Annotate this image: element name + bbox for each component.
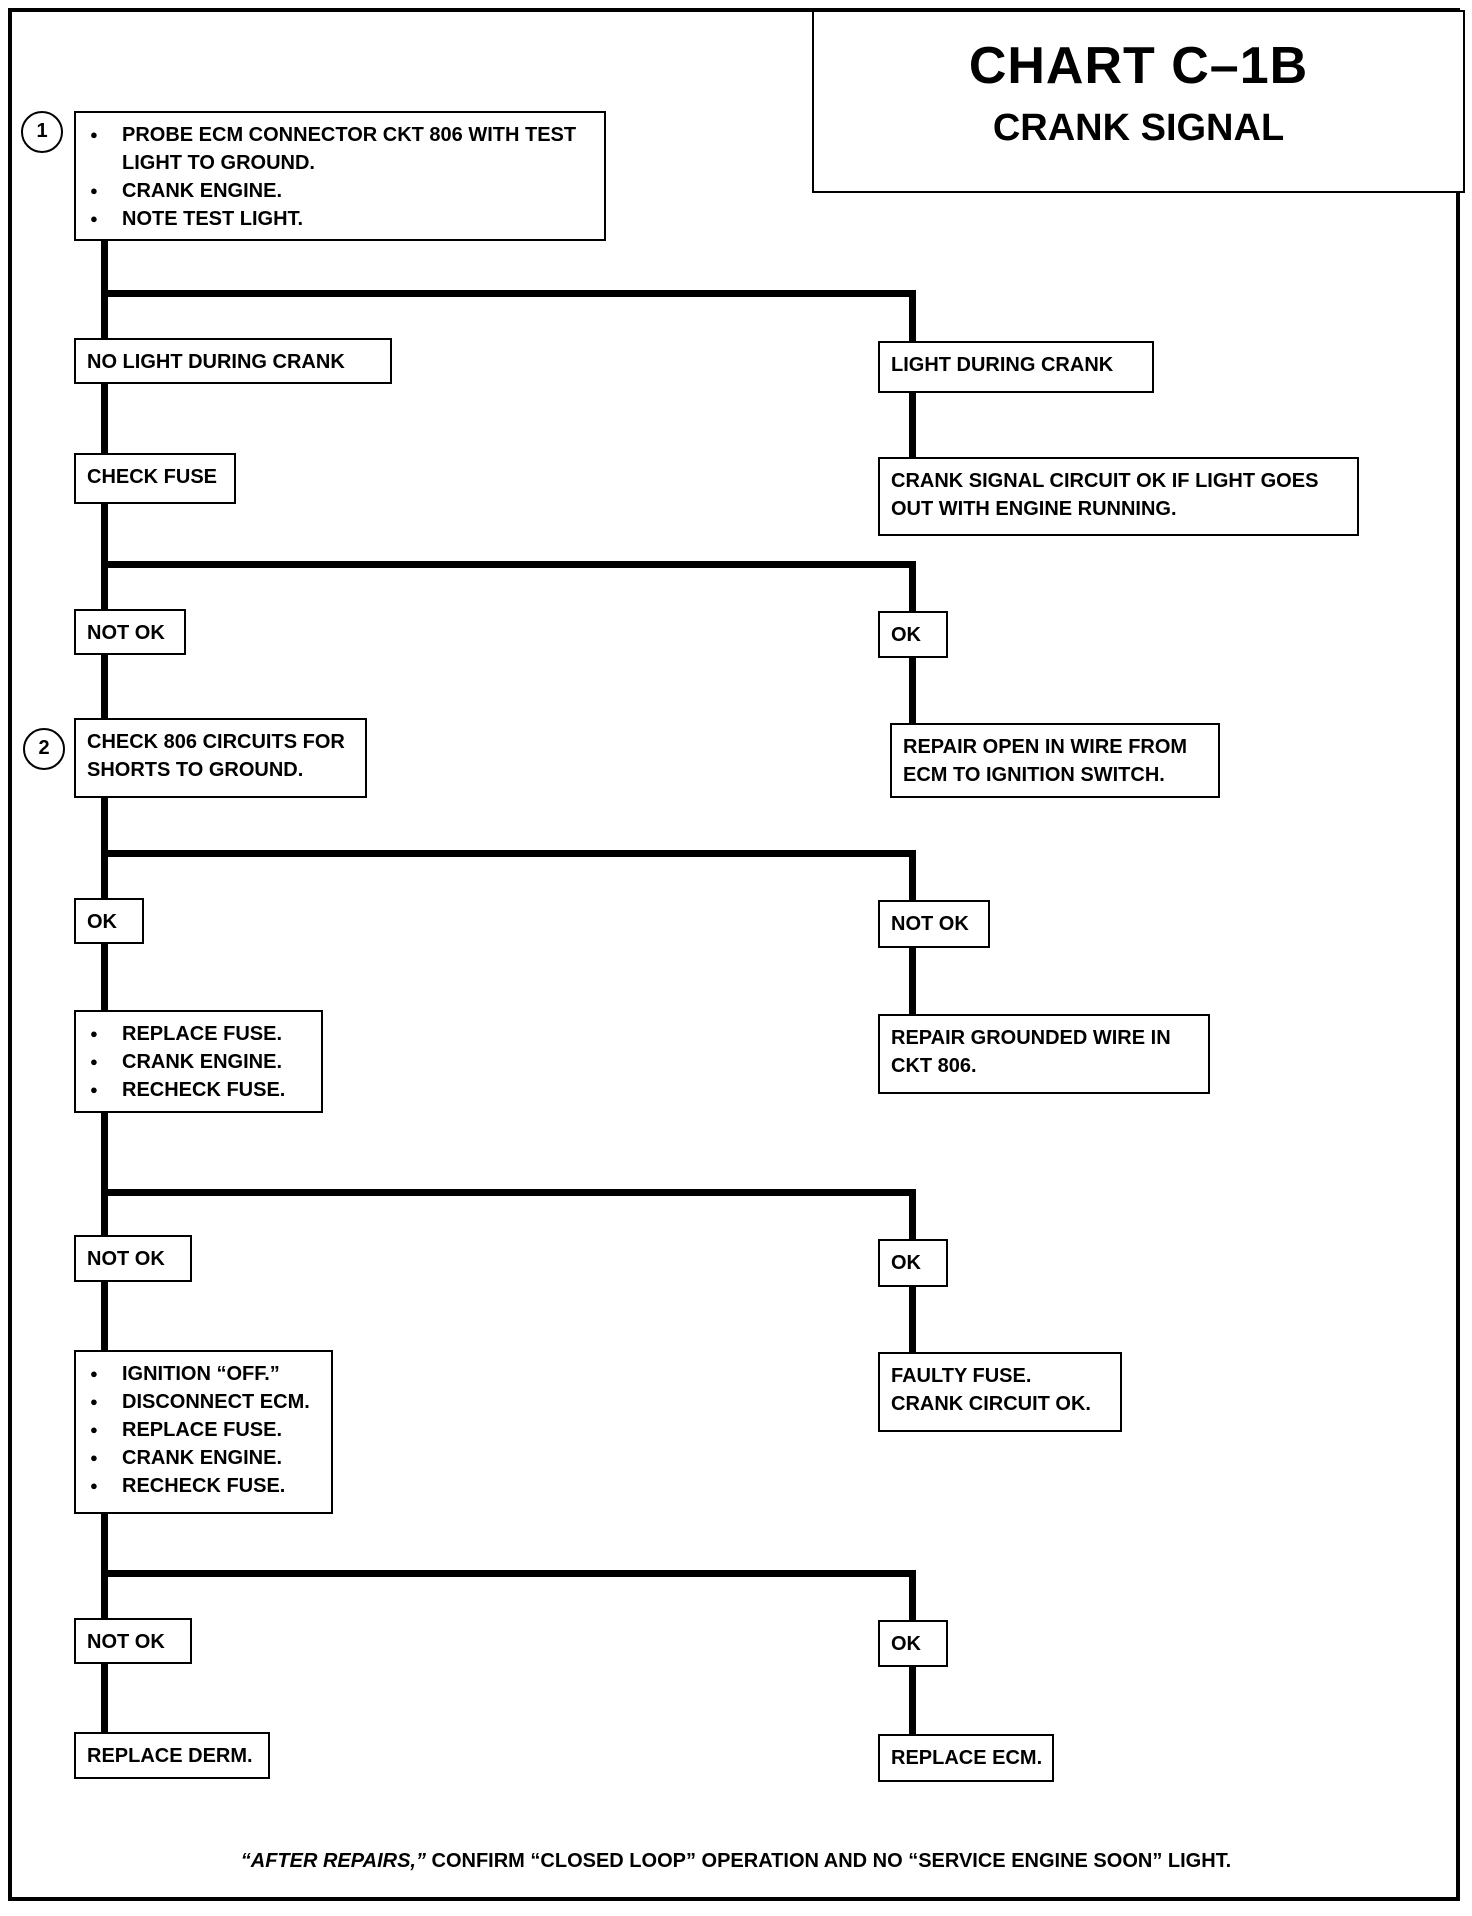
chart-frame	[8, 8, 1460, 1901]
step2-line: CHECK 806 CIRCUITS FOR	[87, 731, 345, 753]
check-fuse-box: CHECK FUSE	[74, 453, 236, 504]
after-repairs-footnote: “AFTER REPAIRS,” CONFIRM “CLOSED LOOP” O…	[0, 1850, 1472, 1873]
wire-right-9	[909, 1570, 916, 1622]
wire-left-6	[101, 940, 108, 1010]
repair-open-wire-box: REPAIR OPEN IN WIRE FROM ECM TO IGNITION…	[890, 723, 1220, 798]
crank-ok-line: CRANK SIGNAL CIRCUIT OK IF LIGHT GOES	[891, 470, 1319, 492]
no-light-during-crank-box: NO LIGHT DURING CRANK	[74, 338, 392, 384]
repair-grounded-line: REPAIR GROUNDED WIRE IN	[891, 1027, 1171, 1049]
branch-3	[101, 850, 916, 857]
wire-right-6	[909, 945, 916, 1015]
check-fuse-label: CHECK FUSE	[87, 466, 218, 488]
ignition-step-item: CRANK ENGINE.	[87, 1444, 331, 1472]
final-not-ok-box: NOT OK	[74, 1618, 192, 1664]
fuse-ok-label: OK	[891, 624, 921, 646]
step-marker-1: 1	[21, 111, 63, 153]
branch-5	[101, 1570, 916, 1577]
repair-open-line: REPAIR OPEN IN WIRE FROM	[903, 736, 1188, 758]
short-not-ok-label: NOT OK	[891, 913, 969, 935]
ignition-step-item: IGNITION “OFF.”	[87, 1360, 331, 1388]
replace-fuse-item: REPLACE FUSE.	[87, 1020, 321, 1048]
crank-signal-ok-box: CRANK SIGNAL CIRCUIT OK IF LIGHT GOES OU…	[878, 457, 1359, 536]
step1-item: CRANK ENGINE.	[87, 177, 604, 205]
wire-left-1	[101, 238, 108, 338]
final-ok-label: OK	[891, 1633, 921, 1655]
repair-open-line: ECM TO IGNITION SWITCH.	[903, 764, 1165, 786]
ignition-step-item: RECHECK FUSE.	[87, 1472, 331, 1500]
wire-right-7	[909, 1189, 916, 1241]
chart-subtitle: CRANK SIGNAL	[992, 107, 1285, 149]
recheck-not-ok-label: NOT OK	[87, 1248, 165, 1270]
step1-instructions-box: PROBE ECM CONNECTOR CKT 806 WITH TEST LI…	[74, 111, 606, 241]
no-light-label: NO LIGHT DURING CRANK	[87, 351, 345, 373]
wire-right-5	[909, 850, 916, 902]
wire-right-4	[909, 655, 916, 725]
wire-right-3	[909, 561, 916, 611]
replace-fuse-item: CRANK ENGINE.	[87, 1048, 321, 1076]
check-806-circuits-box: CHECK 806 CIRCUITS FOR SHORTS TO GROUND.	[74, 718, 367, 798]
replace-fuse-steps-box: REPLACE FUSE. CRANK ENGINE. RECHECK FUSE…	[74, 1010, 323, 1113]
wire-left-4	[101, 652, 108, 718]
step1-item: PROBE ECM CONNECTOR CKT 806 WITH TEST LI…	[87, 121, 604, 177]
wire-left-7	[101, 1110, 108, 1258]
faulty-fuse-line: FAULTY FUSE.	[891, 1365, 1032, 1387]
wire-left-5	[101, 796, 108, 898]
ignition-step-item: DISCONNECT ECM.	[87, 1388, 331, 1416]
step-marker-2: 2	[23, 728, 65, 770]
wire-right-2	[909, 390, 916, 458]
wire-left-10	[101, 1662, 108, 1734]
repair-grounded-line: CKT 806.	[891, 1055, 977, 1077]
wire-right-10	[909, 1665, 916, 1737]
faulty-fuse-line: CRANK CIRCUIT OK.	[891, 1393, 1091, 1415]
title-box: CHART C–1B CRANK SIGNAL	[812, 10, 1465, 193]
faulty-fuse-box: FAULTY FUSE. CRANK CIRCUIT OK.	[878, 1352, 1122, 1432]
replace-ecm-box: REPLACE ECM.	[878, 1734, 1054, 1782]
fuse-not-ok-label: NOT OK	[87, 622, 165, 644]
wire-left-3	[101, 500, 108, 620]
replace-ecm-label: REPLACE ECM.	[891, 1747, 1043, 1769]
final-ok-box: OK	[878, 1620, 948, 1667]
wire-right-1	[909, 290, 916, 342]
recheck-ok-label: OK	[891, 1252, 921, 1274]
branch-1	[101, 290, 916, 297]
repair-grounded-wire-box: REPAIR GROUNDED WIRE IN CKT 806.	[878, 1014, 1210, 1094]
branch-2	[101, 561, 916, 568]
recheck-ok-box: OK	[878, 1239, 948, 1287]
wire-left-8	[101, 1280, 108, 1350]
footnote-text: CONFIRM “CLOSED LOOP” OPERATION AND NO “…	[425, 1850, 1232, 1872]
replace-derm-box: REPLACE DERM.	[74, 1732, 270, 1779]
recheck-not-ok-box: NOT OK	[74, 1235, 192, 1282]
short-not-ok-box: NOT OK	[878, 900, 990, 948]
light-label: LIGHT DURING CRANK	[891, 354, 1114, 376]
wire-right-8	[909, 1285, 916, 1353]
replace-fuse-item: RECHECK FUSE.	[87, 1076, 321, 1104]
light-during-crank-box: LIGHT DURING CRANK	[878, 341, 1154, 393]
wire-left-2	[101, 382, 108, 454]
replace-derm-label: REPLACE DERM.	[87, 1745, 253, 1767]
ignition-steps-box: IGNITION “OFF.” DISCONNECT ECM. REPLACE …	[74, 1350, 333, 1514]
ignition-step-item: REPLACE FUSE.	[87, 1416, 331, 1444]
short-ok-box: OK	[74, 898, 144, 944]
chart-title: CHART C–1B	[968, 37, 1309, 95]
step2-line: SHORTS TO GROUND.	[87, 759, 304, 781]
fuse-not-ok-box: NOT OK	[74, 609, 186, 655]
short-ok-label: OK	[87, 911, 117, 933]
branch-4	[101, 1189, 916, 1196]
step1-item: NOTE TEST LIGHT.	[87, 205, 604, 233]
final-not-ok-label: NOT OK	[87, 1631, 165, 1653]
footnote-emphasis: “AFTER REPAIRS,”	[240, 1850, 426, 1872]
crank-ok-line: OUT WITH ENGINE RUNNING.	[891, 498, 1177, 520]
fuse-ok-box: OK	[878, 611, 948, 658]
